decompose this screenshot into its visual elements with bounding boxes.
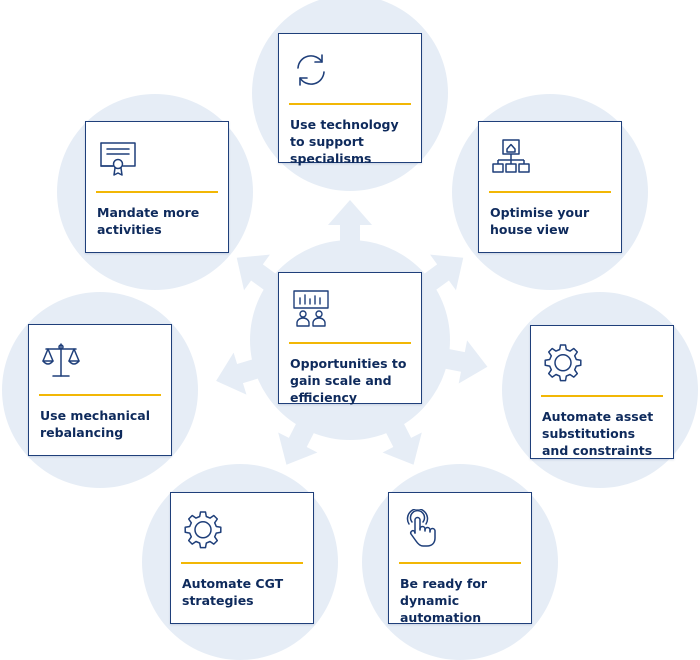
card-divider — [39, 394, 161, 396]
card-divider — [399, 562, 521, 564]
card-dynamic-automation: Be ready for dynamic automation — [388, 492, 532, 625]
card-divider — [96, 191, 218, 193]
card-label: Automate asset substitutions and constra… — [542, 409, 654, 458]
gear-icon — [543, 342, 583, 382]
org-chart-icon — [491, 138, 531, 178]
card-divider — [489, 191, 611, 193]
card-asset-substitutions: Automate asset substitutions and constra… — [530, 325, 674, 459]
card-cgt-strategies: Automate CGT strategies — [170, 492, 314, 624]
card-mandate-activities: Mandate more activities — [85, 121, 229, 253]
scales-icon — [41, 341, 81, 381]
gear-icon — [183, 509, 223, 549]
card-label: Use technology to support specialisms — [290, 117, 399, 166]
card-label: Opportunities to gain scale and efficien… — [290, 356, 407, 405]
card-divider — [181, 562, 303, 564]
card-technology: Use technology to support specialisms — [278, 33, 422, 166]
card-house-view: Optimise your house view — [478, 121, 622, 253]
touch-icon — [401, 509, 441, 549]
certificate-icon — [98, 138, 138, 178]
card-label: Optimise your house view — [490, 205, 590, 237]
card-mechanical-rebalancing: Use mechanical rebalancing — [28, 324, 172, 456]
card-label: Mandate more activities — [97, 205, 200, 237]
card-divider — [289, 103, 411, 105]
chart-and-people-icon — [291, 289, 331, 329]
card-label: Automate CGT strategies — [182, 576, 284, 608]
sync-icon — [291, 50, 331, 90]
card-label: Be ready for dynamic automation — [400, 576, 488, 625]
card-label: Use mechanical rebalancing — [40, 408, 150, 440]
arrow-top — [328, 200, 372, 340]
card-center-opportunities: Opportunities to gain scale and efficien… — [278, 272, 422, 405]
card-divider — [289, 342, 411, 344]
card-divider — [541, 395, 663, 397]
